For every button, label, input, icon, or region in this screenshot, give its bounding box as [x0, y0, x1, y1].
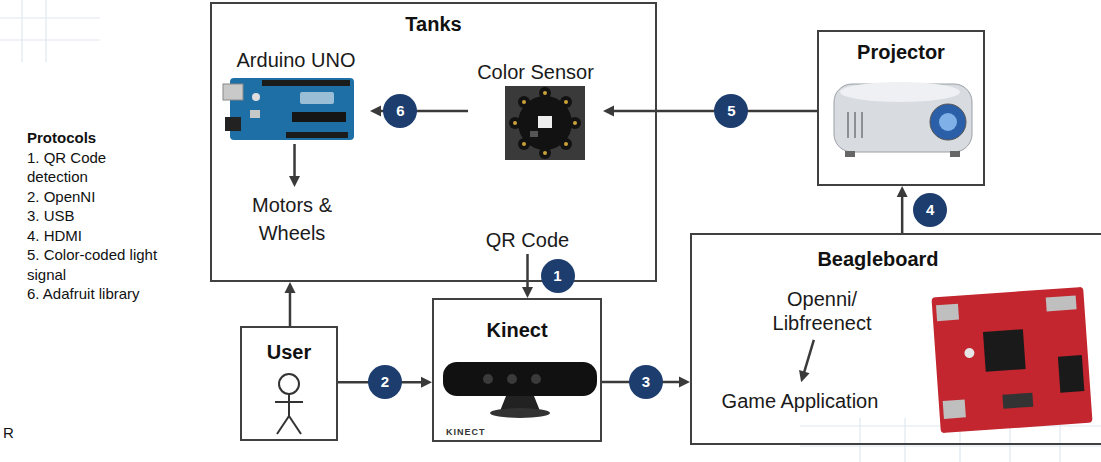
component-node: Openni/ Libfreenect	[752, 286, 892, 336]
component-box: User	[240, 326, 338, 441]
protocol-item: 3. USB	[27, 206, 167, 226]
color-sensor	[505, 86, 585, 160]
arrow-connector	[522, 254, 533, 298]
protocol-item: 2. OpenNI	[27, 187, 167, 207]
arrow-head	[603, 106, 614, 117]
component-label: Color Sensor	[468, 60, 603, 84]
arrow-head	[522, 287, 533, 298]
component-label: Game Application	[700, 389, 900, 413]
component-node: QR Code	[470, 226, 585, 254]
connector-line	[289, 292, 292, 326]
component-node: Color Sensor	[468, 58, 603, 164]
component-box: BeagleboardOpenni/ LibfreenectGame Appli…	[690, 233, 1101, 445]
node-title: Tanks	[212, 12, 655, 36]
component-node: Game Application	[700, 386, 900, 416]
beagleboard-picture	[931, 287, 1092, 433]
component-label: Motors & Wheels	[233, 191, 351, 247]
arrow-head	[799, 370, 810, 382]
protocol-item: 4. HDMI	[27, 226, 167, 246]
projector-picture	[834, 82, 972, 157]
arrow-head	[284, 282, 295, 293]
user-stick-figure	[275, 374, 303, 434]
connector-line	[293, 144, 296, 177]
component-label: QR Code	[470, 228, 585, 252]
component-label: Openni/ Libfreenect	[752, 287, 892, 335]
callout-number: 3	[629, 365, 663, 399]
connector-line	[901, 196, 904, 233]
callout-number: 2	[368, 365, 402, 399]
component-node: Motors & Wheels	[233, 190, 351, 250]
arrow-connector	[603, 106, 817, 117]
arrow-head	[421, 377, 432, 388]
component-label: Arduino UNO	[222, 48, 370, 72]
node-title: User	[242, 340, 336, 364]
kinect-picture	[443, 362, 597, 418]
callout-number: 1	[541, 259, 575, 293]
callout-number: 6	[383, 94, 417, 128]
arrow-connector	[284, 282, 295, 326]
arduino-board	[223, 78, 354, 140]
protocol-list: Protocols1. QR Code detection2. OpenNI3.…	[27, 128, 167, 304]
text-label: KINECT	[446, 427, 486, 438]
protocol-item: 1. QR Code detection	[27, 148, 167, 187]
arrow-head	[679, 376, 690, 387]
arrow-head	[370, 106, 381, 117]
node-title: Beagleboard	[778, 247, 978, 271]
text-label: R	[3, 424, 14, 442]
component-node: Arduino UNO	[222, 44, 370, 144]
node-title: Kinect	[434, 318, 600, 342]
component-box: TanksArduino UNO Color SensorMotors & Whe…	[210, 2, 657, 282]
connector-line	[526, 254, 529, 288]
arrow-connector	[799, 340, 814, 382]
protocol-item: 6. Adafruit library	[27, 284, 167, 304]
node-title: Projector	[819, 40, 983, 64]
arrow-head	[289, 176, 300, 187]
connector-line	[804, 340, 814, 373]
callout-number: 4	[913, 193, 947, 227]
arrow-connector	[897, 186, 908, 233]
component-box: Projector	[817, 30, 985, 186]
arrow-connector	[289, 144, 300, 187]
component-box: Kinect	[432, 298, 602, 442]
callout-number: 5	[714, 94, 748, 128]
legend-heading: Protocols	[27, 128, 167, 148]
arrow-head	[897, 186, 908, 197]
protocol-item: 5. Color-coded light signal	[27, 245, 167, 284]
